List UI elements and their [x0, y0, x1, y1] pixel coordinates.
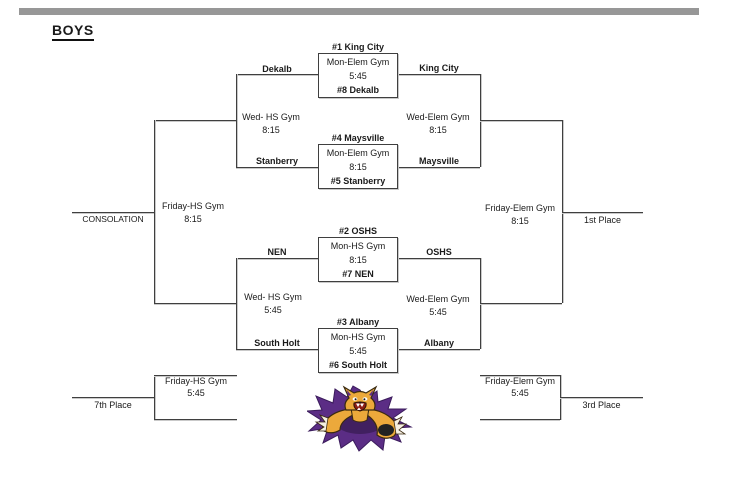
seventh-place-time: 5:45 — [187, 388, 205, 398]
game1-top-seed: #1 King City — [331, 42, 384, 52]
consolation-semi-top-time: 8:15 — [262, 125, 280, 135]
winners-semi-top-info: Wed-Elem Gym 8:15 — [393, 111, 483, 137]
game4-gym: Mon-HS Gym — [330, 332, 386, 342]
winners-semi-bottom-info: Wed-Elem Gym 5:45 — [393, 293, 483, 319]
seventh-place-gym: Friday-HS Gym — [164, 376, 227, 386]
game4-loser-line — [236, 349, 318, 350]
winners-semi-bottom-gym: Wed-Elem Gym — [406, 294, 470, 304]
game1-time: 5:45 — [349, 71, 367, 81]
consolation-label: CONSOLATION — [82, 214, 144, 224]
game1-gym: Mon-Elem Gym — [326, 57, 390, 67]
consolation-semi-bottom-info: Wed- HS Gym 5:45 — [228, 291, 318, 317]
game3-time: 8:15 — [349, 255, 367, 265]
consolation-semi-bottom-connector — [236, 258, 237, 349]
seventh-place-label: 7th Place — [94, 400, 132, 410]
game2-loser-line — [236, 167, 318, 168]
first-place-line — [562, 212, 643, 213]
first-place-label: 1st Place — [583, 215, 622, 225]
game1-loser-line — [236, 74, 318, 75]
game2-loser-label: Stanberry — [255, 156, 299, 166]
game3-winner-label: OSHS — [426, 247, 452, 257]
game3-gym: Mon-HS Gym — [330, 241, 386, 251]
game3-box: Mon-HS Gym 8:15 #7 NEN — [318, 237, 398, 282]
game2-winner-label: Maysville — [418, 156, 460, 166]
third-place-gym: Friday-Elem Gym — [484, 376, 555, 386]
consolation-semi-top-connector — [236, 74, 237, 167]
game3-bottom-seed: #7 NEN — [342, 269, 374, 279]
game3-loser-label: NEN — [267, 247, 287, 257]
game2-winner-line — [398, 167, 480, 168]
game2-top-seed: #4 Maysville — [331, 133, 385, 143]
game4-box: Mon-HS Gym 5:45 #6 South Holt — [318, 328, 398, 373]
third-place-info: Friday-Elem Gym 5:45 — [480, 375, 560, 399]
consolation-semi-bottom-advance-line — [154, 303, 236, 304]
game3-winner-line — [398, 258, 480, 259]
game1-box: Mon-Elem Gym 5:45 #8 Dekalb — [318, 53, 398, 98]
consolation-final-line — [72, 212, 154, 213]
game4-loser-label: South Holt — [254, 338, 300, 348]
game4-time: 5:45 — [349, 346, 367, 356]
seventh-place-bottom-line — [154, 419, 237, 420]
game4-winner-label: Albany — [423, 338, 454, 348]
game1-bottom-seed: #8 Dekalb — [336, 85, 380, 95]
seventh-place-top-line — [154, 375, 237, 376]
consolation-semi-top-gym: Wed- HS Gym — [242, 112, 300, 122]
championship-info: Friday-Elem Gym 8:15 — [475, 202, 565, 228]
consolation-semi-bottom-time: 5:45 — [264, 305, 282, 315]
top-divider-bar — [19, 8, 699, 15]
third-place-bottom-line — [480, 419, 560, 420]
game4-winner-line — [398, 349, 480, 350]
game4-bottom-seed: #6 South Holt — [329, 360, 387, 370]
game4-top-seed: #3 Albany — [336, 317, 380, 327]
game2-box: Mon-Elem Gym 8:15 #5 Stanberry — [318, 144, 398, 189]
consolation-final-time: 8:15 — [184, 214, 202, 224]
winners-semi-bottom-time: 5:45 — [429, 307, 447, 317]
winners-semi-top-time: 8:15 — [429, 125, 447, 135]
seventh-place-connector — [154, 375, 155, 419]
third-place-label: 3rd Place — [582, 400, 621, 410]
winners-semi-top-advance-line — [480, 120, 562, 121]
game2-time: 8:15 — [349, 162, 367, 172]
game2-gym: Mon-Elem Gym — [326, 148, 390, 158]
game1-loser-label: Dekalb — [262, 64, 292, 74]
third-place-top-line — [480, 375, 560, 376]
consolation-semi-top-info: Wed- HS Gym 8:15 — [226, 111, 316, 137]
game3-loser-line — [236, 258, 318, 259]
winners-semi-bottom-advance-line — [480, 303, 562, 304]
seventh-place-line — [72, 397, 154, 398]
third-place-time: 5:45 — [511, 388, 529, 398]
game3-top-seed: #2 OSHS — [338, 226, 378, 236]
game1-winner-line — [398, 74, 480, 75]
seventh-place-info: Friday-HS Gym 5:45 — [156, 375, 236, 399]
consolation-final-gym: Friday-HS Gym — [161, 201, 224, 211]
consolation-semi-bottom-gym: Wed- HS Gym — [244, 292, 302, 302]
consolation-final-connector — [154, 120, 155, 303]
game2-bottom-seed: #5 Stanberry — [330, 176, 386, 186]
championship-gym: Friday-Elem Gym — [484, 203, 555, 213]
page-title: BOYS — [52, 22, 94, 41]
championship-connector — [562, 120, 563, 303]
consolation-final-info: Friday-HS Gym 8:15 — [148, 200, 238, 226]
third-place-line — [560, 397, 643, 398]
wildcat-mascot-icon — [307, 385, 413, 452]
championship-time: 8:15 — [511, 216, 529, 226]
game1-winner-label: King City — [419, 63, 459, 73]
winners-semi-top-gym: Wed-Elem Gym — [406, 112, 470, 122]
consolation-semi-top-advance-line — [154, 120, 236, 121]
